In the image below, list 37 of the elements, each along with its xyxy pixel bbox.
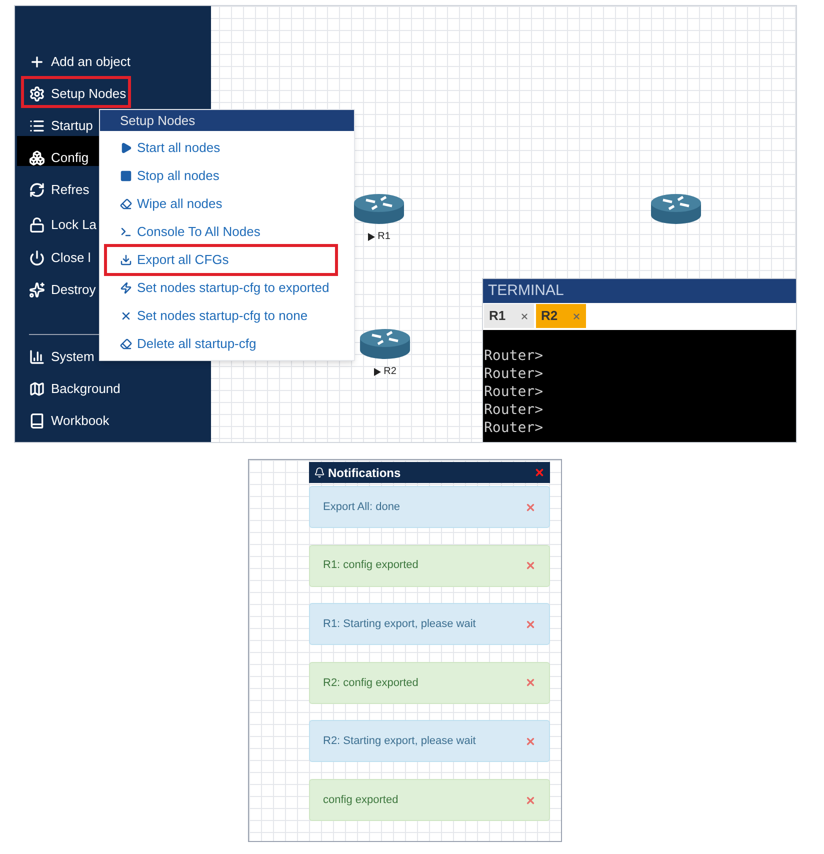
- menu-item-label: System: [51, 348, 94, 366]
- notification-message: config exported: [323, 792, 398, 808]
- notification-message: Export All: done: [323, 500, 400, 515]
- tab-label: R2: [541, 307, 558, 326]
- terminal-line: Router>: [484, 419, 544, 437]
- notification-message: R2: config exported: [323, 676, 418, 691]
- terminal-line: Router>: [484, 347, 544, 365]
- tab-label: R1: [489, 307, 506, 326]
- menu-option: Start all nodes: [137, 138, 220, 158]
- menu-item-label: Config: [51, 149, 89, 167]
- menu-item-label: Setup Nodes: [51, 85, 126, 103]
- menu-item-label: Startup: [51, 117, 93, 135]
- menu-item-label: Refres: [51, 181, 90, 199]
- terminal-line: Router>: [484, 401, 544, 419]
- window-title: TERMINAL: [483, 279, 796, 303]
- node-label: R1: [378, 230, 390, 244]
- panel-title: Notifications: [328, 464, 401, 482]
- terminal-line: Router>: [484, 383, 544, 401]
- menu-item-label: Workbook: [51, 412, 110, 430]
- menu-option: Delete all startup-cfg: [137, 334, 256, 354]
- menu-item-label: Destroy: [51, 281, 96, 299]
- menu-option: Wipe all nodes: [137, 194, 222, 214]
- node-label: R2: [384, 365, 396, 379]
- menu-item-label: Add an object: [51, 53, 131, 71]
- notification-message: R2: Starting export, please wait: [323, 734, 476, 750]
- menu-option: Export all CFGs: [137, 250, 229, 270]
- menu-item-label: Lock La: [51, 216, 97, 234]
- menu-option: Set nodes startup-cfg to none: [137, 306, 308, 326]
- menu-item-label: Close l: [51, 249, 91, 267]
- terminal-line: Router>: [484, 365, 544, 383]
- menu-option: Stop all nodes: [137, 166, 220, 186]
- menu-option: Set nodes startup-cfg to exported: [137, 278, 330, 298]
- menu-option: Console To All Nodes: [137, 222, 260, 242]
- notification-message: R1: Starting export, please wait: [323, 616, 476, 632]
- menu-item-label: Background: [51, 380, 120, 398]
- menu-header: Setup Nodes: [100, 110, 354, 131]
- notification-message: R1: config exported: [323, 558, 418, 574]
